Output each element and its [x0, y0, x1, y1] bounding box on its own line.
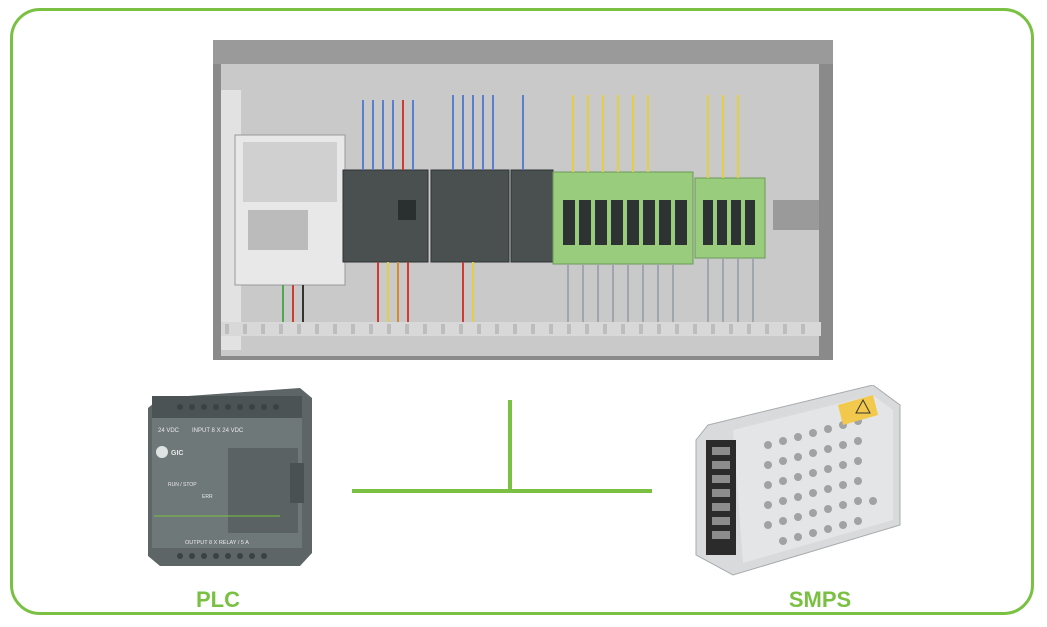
plc-status-err-text: ERR — [202, 494, 213, 500]
smps-device — [695, 385, 901, 576]
plc-supply-text: 24 VDC — [158, 428, 180, 434]
connector-horizontal — [352, 489, 652, 493]
diagram-frame — [10, 8, 1034, 615]
connector-vertical — [508, 400, 512, 492]
smps-label: SMPS — [788, 587, 852, 612]
warning-icon — [855, 398, 871, 414]
plc-input-text: INPUT 8 X 24 VDC — [192, 428, 244, 434]
plc-device: 24 VDC INPUT 8 X 24 VDC GIC RUN / STOP E… — [148, 388, 312, 566]
plc-label: PLC — [196, 587, 240, 612]
plc-brand-text: GIC — [171, 450, 183, 457]
gic-logo-icon — [156, 446, 168, 458]
plc-status-run-text: RUN / STOP — [168, 482, 197, 488]
control-panel-photo — [213, 40, 833, 360]
plc-output-text: OUTPUT 8 X RELAY / 5 A — [185, 540, 249, 546]
